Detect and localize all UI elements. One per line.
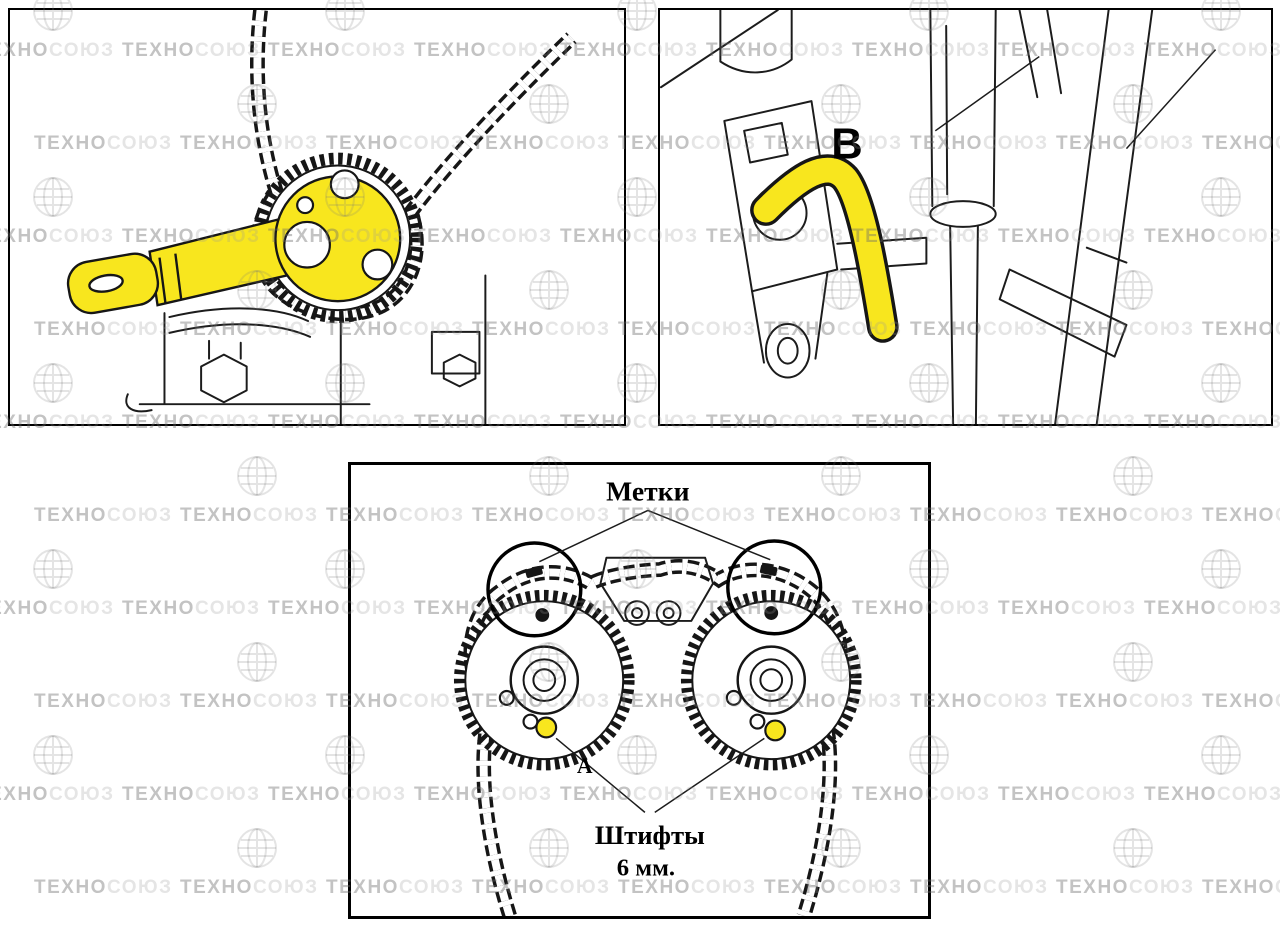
yellow-holding-tool — [66, 169, 402, 315]
watermark-globe — [1106, 821, 1160, 875]
watermark-globe — [26, 728, 80, 782]
yellow-hex-key — [750, 154, 899, 343]
right-chain-mark — [759, 564, 778, 576]
leader-lines — [934, 49, 1217, 150]
crank-tool-drawing — [66, 10, 577, 424]
label-b: B — [831, 121, 862, 169]
label-a: A — [577, 754, 593, 778]
globe-icon — [237, 642, 277, 682]
left-timing-dot — [535, 608, 550, 622]
panel-cam-sprockets: Метки A Штифты 6 мм. — [348, 462, 931, 919]
watermark-globe — [1194, 728, 1248, 782]
watermark-globe — [1106, 449, 1160, 503]
title-leader-lines — [539, 509, 771, 563]
globe-icon — [1113, 828, 1153, 868]
watermark-globe — [26, 542, 80, 596]
globe-icon — [1201, 735, 1241, 775]
watermark-globe — [1194, 542, 1248, 596]
globe-icon — [237, 828, 277, 868]
mark-highlight-circles — [486, 539, 823, 638]
right-timing-dot — [764, 606, 779, 620]
globe-icon — [237, 456, 277, 496]
cam-sprockets-drawing: Метки A Штифты 6 мм. — [453, 476, 862, 916]
globe-icon — [33, 549, 73, 589]
right-cam-sprocket — [680, 564, 862, 771]
panel-crank-tool — [8, 8, 626, 426]
chain-guide — [599, 556, 715, 626]
globe-icon — [1201, 549, 1241, 589]
watermark-globe — [1106, 635, 1160, 689]
panel-hex-key: B — [658, 8, 1273, 426]
engine-block-lines — [125, 274, 487, 424]
watermark-globe — [230, 449, 284, 503]
left-pin-6mm — [535, 716, 558, 739]
hex-key-drawing: B — [660, 10, 1217, 424]
caption-pins-size: 6 мм. — [617, 855, 675, 882]
engine-parts-lines — [660, 10, 1154, 424]
globe-icon — [1113, 642, 1153, 682]
pins-leader-lines — [555, 737, 765, 813]
left-chain-mark — [525, 565, 543, 578]
watermark-globe — [230, 821, 284, 875]
caption-pins: Штифты — [595, 820, 705, 850]
globe-icon — [1113, 456, 1153, 496]
globe-icon — [33, 735, 73, 775]
right-pin-6mm — [764, 719, 787, 742]
left-cam-sprocket — [453, 565, 635, 771]
title-marks: Метки — [606, 476, 689, 507]
watermark-globe — [230, 635, 284, 689]
